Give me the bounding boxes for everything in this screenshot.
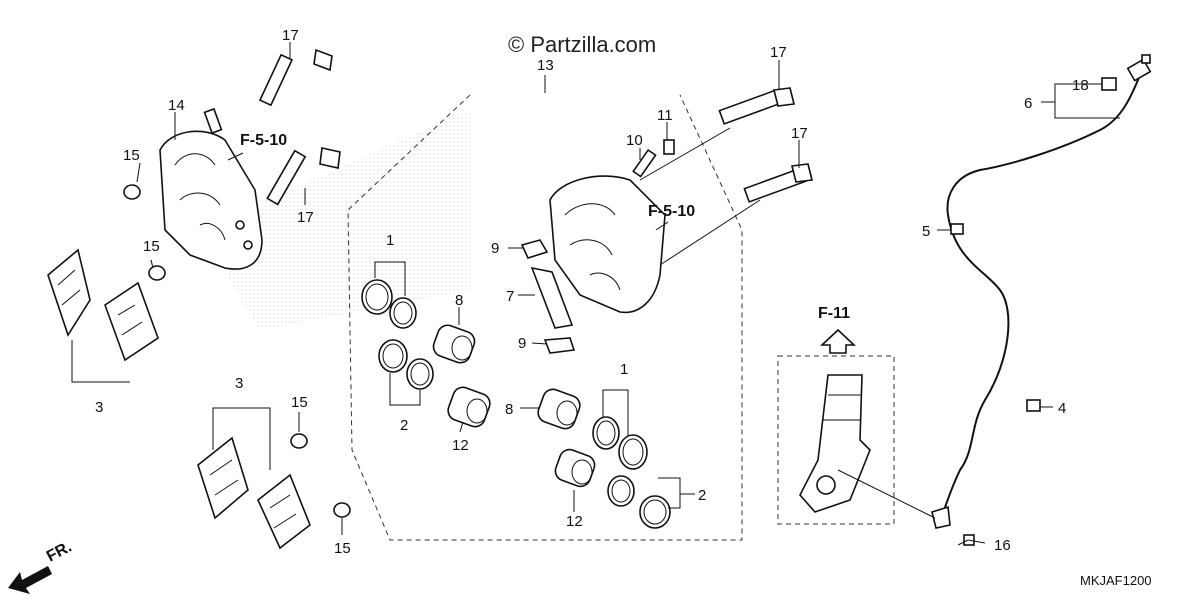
ref-f-5-10-right[interactable]: F-5-10 <box>648 203 695 220</box>
caliper-assembly-left[interactable] <box>159 107 263 270</box>
bleeder-cap-11[interactable] <box>663 139 675 155</box>
fork-reference-box <box>777 355 895 525</box>
callout-17c[interactable]: 17 <box>770 44 787 61</box>
bolt-17-mid-left[interactable] <box>266 147 341 206</box>
piston-12-left[interactable] <box>445 385 492 430</box>
brake-pad-left-inner[interactable] <box>104 281 159 362</box>
brake-pad-left-outer[interactable] <box>47 248 91 337</box>
callout-2b[interactable]: 2 <box>698 487 706 504</box>
bolt-17-upper-right[interactable] <box>718 87 795 125</box>
callout-4[interactable]: 4 <box>1058 400 1066 417</box>
pad-clip-9-upper[interactable] <box>520 239 549 259</box>
callout-7[interactable]: 7 <box>506 288 514 305</box>
callout-12a[interactable]: 12 <box>452 437 469 454</box>
bolt-16[interactable] <box>957 534 975 546</box>
ref-f-11[interactable]: F-11 <box>818 305 850 322</box>
callout-labels: 17 14 15 17 15 3 3 15 15 13 1 8 2 12 9 7… <box>95 27 1089 557</box>
callout-3a[interactable]: 3 <box>95 399 103 416</box>
callout-17d[interactable]: 17 <box>791 125 808 142</box>
callout-17b[interactable]: 17 <box>297 209 314 226</box>
piston-12-right[interactable] <box>553 447 598 489</box>
callout-10[interactable]: 10 <box>626 132 643 149</box>
callout-6[interactable]: 6 <box>1024 95 1032 112</box>
caliper-body-right[interactable] <box>549 175 666 314</box>
pin-15-left-upper[interactable] <box>123 184 141 200</box>
callout-12b[interactable]: 12 <box>566 513 583 530</box>
ref-arrow-right <box>655 221 669 231</box>
ref-f-5-10-left[interactable]: F-5-10 <box>240 132 287 149</box>
pad-spring-7[interactable] <box>530 266 574 329</box>
pin-15-lower-lower[interactable] <box>333 502 351 518</box>
callout-15b[interactable]: 15 <box>143 238 160 255</box>
brake-pad-lower-inner[interactable] <box>257 473 311 550</box>
callout-14[interactable]: 14 <box>168 97 185 114</box>
clamp-5[interactable] <box>950 223 964 235</box>
fork-leg-illustration <box>799 374 871 513</box>
dust-seal-2-left-b[interactable] <box>406 358 434 390</box>
direction-label: FR. <box>44 538 75 565</box>
caliper-kit-boundary <box>347 94 743 541</box>
pin-15-lower-upper[interactable] <box>290 433 308 449</box>
brake-pad-lower-outer[interactable] <box>197 436 249 520</box>
piston-seal-1-right-b[interactable] <box>618 434 648 470</box>
callout-15a[interactable]: 15 <box>123 147 140 164</box>
pad-clip-9-lower[interactable] <box>543 337 576 354</box>
callout-18[interactable]: 18 <box>1072 77 1089 94</box>
callout-17a[interactable]: 17 <box>282 27 299 44</box>
callout-9b[interactable]: 9 <box>518 335 526 352</box>
watermark-shading <box>200 110 470 330</box>
callout-3b[interactable]: 3 <box>235 375 243 392</box>
callout-8a[interactable]: 8 <box>455 292 463 309</box>
dust-seal-2-left-a[interactable] <box>378 339 408 373</box>
piston-8-right[interactable] <box>535 387 582 432</box>
callout-15c[interactable]: 15 <box>291 394 308 411</box>
callout-8b[interactable]: 8 <box>505 401 513 418</box>
piston-8-left[interactable] <box>431 322 478 365</box>
callout-1a[interactable]: 1 <box>386 232 394 249</box>
bolt-17-lower-right[interactable] <box>743 163 813 203</box>
callout-5[interactable]: 5 <box>922 223 930 240</box>
leader-lines <box>71 42 1120 544</box>
callout-15d[interactable]: 15 <box>334 540 351 557</box>
sensor-head[interactable] <box>931 505 951 529</box>
diagram-code: MKJAF1200 <box>1080 573 1152 588</box>
piston-seal-1-left-a[interactable] <box>361 279 393 315</box>
watermark-text: © Partzilla.com <box>508 32 656 57</box>
callout-9a[interactable]: 9 <box>491 240 499 257</box>
clamp-18[interactable] <box>1101 77 1117 91</box>
wheel-speed-sensor-harness[interactable] <box>939 54 1152 521</box>
callout-11[interactable]: 11 <box>657 107 673 124</box>
bolt-17-upper-left[interactable] <box>258 48 333 107</box>
dust-seal-2-right-a[interactable] <box>607 475 635 507</box>
callout-13[interactable]: 13 <box>537 57 554 74</box>
callout-2a[interactable]: 2 <box>400 417 408 434</box>
up-arrow-icon <box>819 328 857 354</box>
callout-16[interactable]: 16 <box>994 537 1011 554</box>
pin-15-left-lower[interactable] <box>148 265 166 281</box>
bleeder-screw-10[interactable] <box>632 148 657 178</box>
callout-1b[interactable]: 1 <box>620 361 628 378</box>
clamp-4[interactable] <box>1026 399 1041 412</box>
front-direction-arrow-icon <box>8 566 52 594</box>
dust-seal-2-right-b[interactable] <box>639 495 671 529</box>
ref-arrow-left <box>227 152 244 161</box>
piston-seal-1-left-b[interactable] <box>389 297 417 329</box>
piston-seal-1-right-a[interactable] <box>592 416 620 450</box>
